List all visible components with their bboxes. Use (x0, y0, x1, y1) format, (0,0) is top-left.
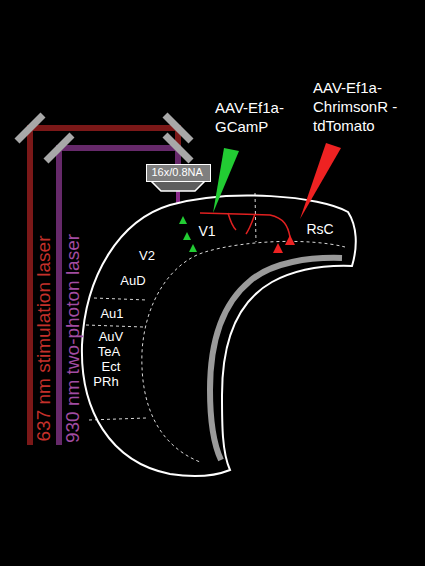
brain-outline (82, 196, 356, 477)
area-label: PRh (93, 375, 118, 388)
objective-box: 16x/0.8NA (146, 164, 211, 182)
area-boundary (255, 193, 256, 242)
mirror (46, 135, 72, 161)
neuron (183, 232, 191, 240)
axon (246, 214, 255, 234)
neuron (273, 243, 283, 253)
laser-label: 930 nm two-photon laser (64, 233, 83, 442)
neuron (179, 216, 187, 224)
area-label: AuD (120, 274, 145, 287)
dichroic-mirror (165, 135, 191, 161)
injection-label: AAV-Ef1a- ChrimsonR -tdTomato (313, 78, 413, 135)
objective-label: 16x/0.8NA (152, 167, 205, 178)
area-label: V1 (198, 224, 215, 238)
axon (228, 213, 236, 230)
area-label: TeA (98, 345, 120, 358)
area-boundary (86, 325, 143, 327)
white-matter (210, 258, 342, 460)
laser-label: 637 nm stimulation laser (35, 235, 54, 441)
neuron (189, 244, 197, 252)
injection-pipette (213, 148, 239, 213)
area-label: RsC (306, 222, 333, 236)
injection-label: AAV-Ef1a- GCamP (215, 98, 310, 136)
mirror (17, 115, 43, 141)
area-label: AuV (99, 330, 124, 343)
layer-boundary (142, 241, 345, 462)
area-label: V2 (139, 249, 155, 262)
injection-pipette (300, 143, 341, 219)
area-label: Au1 (100, 307, 123, 320)
area-label: Ect (102, 360, 121, 373)
area-boundary (94, 298, 147, 300)
objective-tip (151, 181, 205, 191)
neuron (285, 235, 295, 245)
area-boundary (89, 418, 146, 420)
